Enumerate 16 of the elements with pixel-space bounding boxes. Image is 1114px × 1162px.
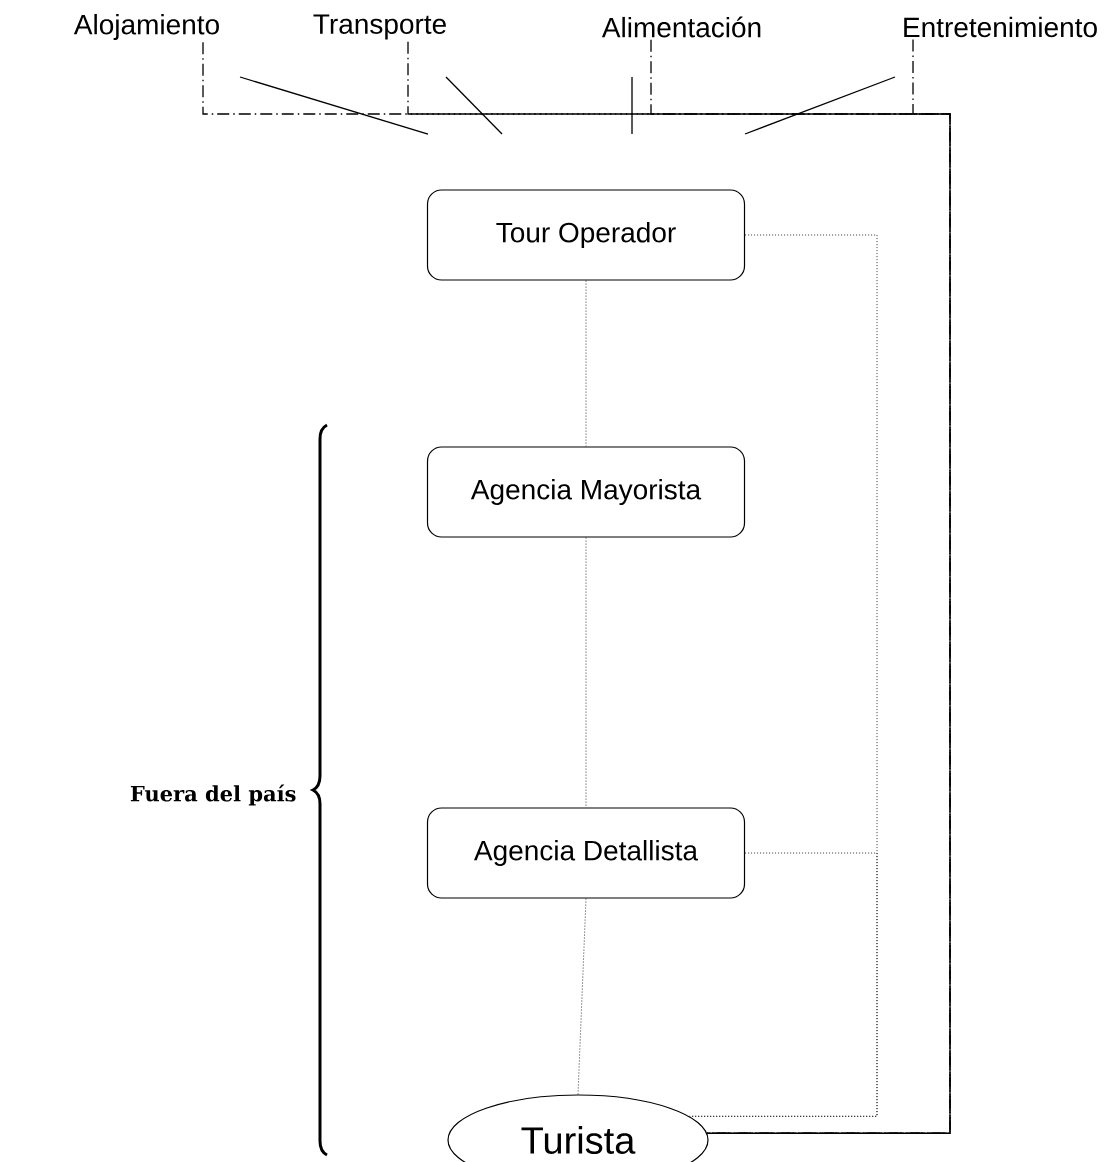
connector-line [650,39,951,1134]
connector-line [585,537,587,808]
connector-line [577,898,587,1095]
side-label: Fuera del país [130,784,296,806]
connector-line [202,41,951,1134]
connector-line [585,280,587,447]
connector-line [706,38,951,1134]
category-label: Alojamiento [73,13,219,41]
category-label: Entretenimiento [904,16,1097,38]
category-label: Alimentación [601,16,761,38]
rounded-box: Agencia Detallista [426,807,746,899]
category-label: Transporte [313,14,446,40]
rounded-box: Agencia Mayorista [426,446,746,538]
rounded-box: Tour Operador [426,189,746,281]
connector-line [689,852,878,1117]
connector-line [407,41,951,1134]
